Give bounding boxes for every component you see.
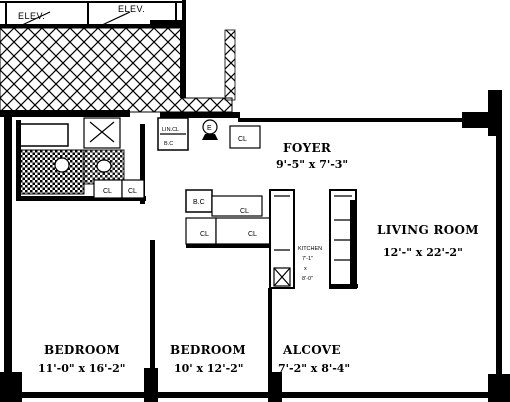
living-room-name: LIVING ROOM: [377, 223, 479, 237]
kitchen-dim1: 7'-1": [302, 256, 313, 262]
bc-label: B.C: [193, 199, 205, 206]
kitchen-dim2: 8'-0": [302, 276, 313, 282]
kitchen: KITCHEN 7'-1" x 8'-0": [268, 189, 358, 378]
alcove-dim: 7'-2" x 8'-4": [278, 362, 350, 375]
closet-label: CL: [103, 188, 112, 195]
foyer-dim: 9'-5" x 7'-3": [276, 158, 348, 171]
kitchen-label: KITCHEN: [298, 246, 322, 252]
elevator-label-1: ELEV.: [18, 11, 45, 21]
bedroom1-name: BEDROOM: [44, 343, 120, 357]
bedroom1-dim: 11'-0" x 16'-2": [38, 362, 125, 375]
closet-label: CL: [238, 136, 247, 143]
bath-closets: CL CL: [93, 179, 145, 199]
living-room-dim: 12'-" x 22'-2": [383, 246, 463, 259]
kitchen-x: x: [304, 266, 307, 272]
elevator-lobby: [0, 0, 236, 113]
bedroom2-dim: 10' x 12'-2": [174, 362, 244, 375]
elevator-label-2: ELEV.: [118, 4, 145, 14]
linen-closet-label: LIN.CL: [162, 127, 179, 133]
bedroom2-name: BEDROOM: [170, 343, 246, 357]
bedroom2-closets: B.C CL CL CL: [150, 189, 274, 370]
closet-label: CL: [128, 188, 137, 195]
bathroom: [16, 117, 146, 204]
closet-label: CL: [240, 208, 249, 215]
alcove-name: ALCOVE: [282, 343, 341, 357]
foyer-name: FOYER: [283, 141, 332, 155]
electric-label: E: [207, 125, 212, 132]
exterior-walls: [0, 90, 510, 402]
closet-label: CL: [200, 231, 209, 238]
closet-label: CL: [248, 231, 257, 238]
foyer-closets: LIN.CL B.C E CL: [157, 117, 261, 151]
bc-label: B.C: [164, 141, 173, 147]
